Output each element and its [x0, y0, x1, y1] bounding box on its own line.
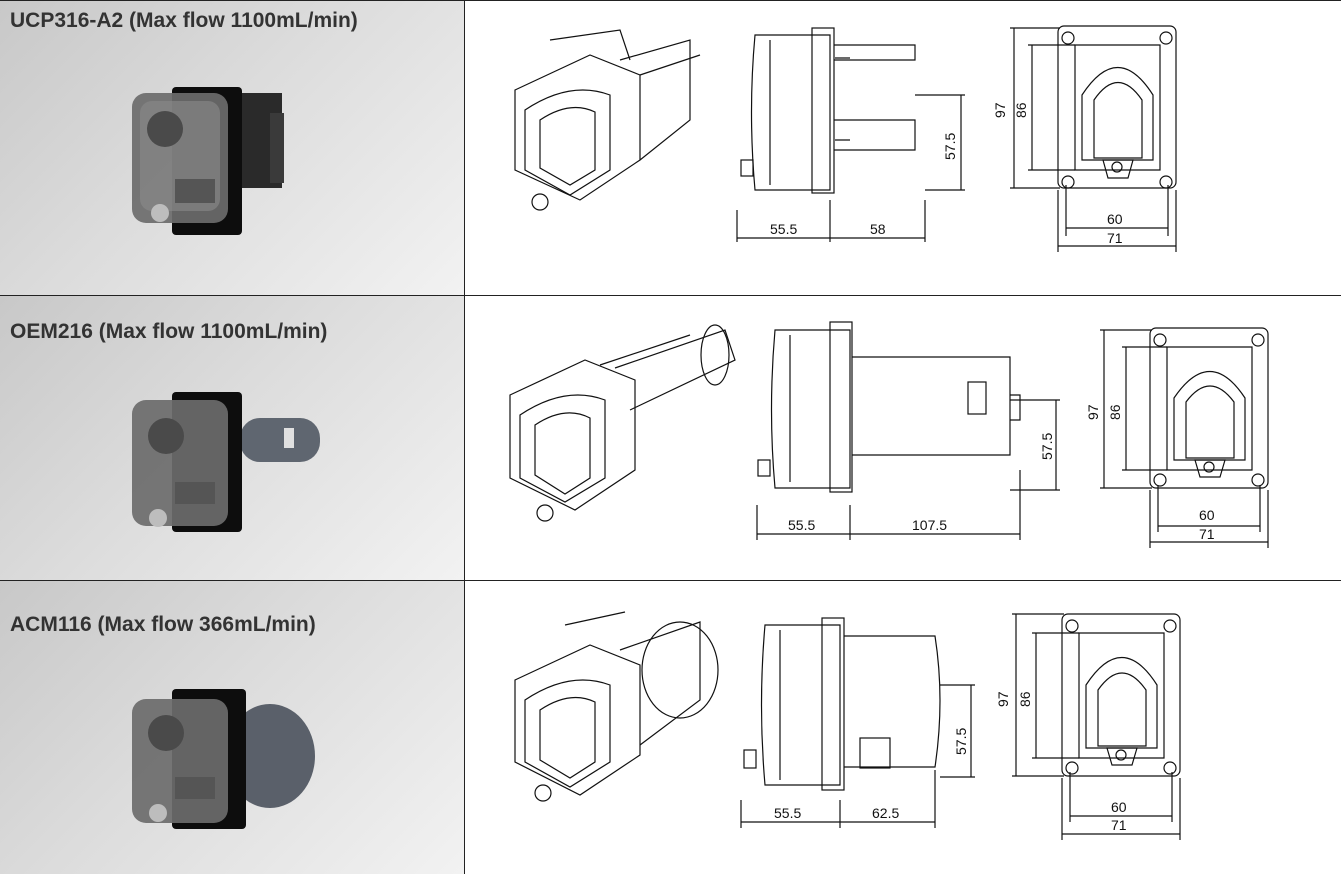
table-row-ucp316: UCP316-A2 (Max flow 1100mL/min): [0, 1, 1341, 295]
dim-label: 58: [870, 221, 886, 237]
row-divider: [0, 295, 1341, 296]
dim-label: 86: [1107, 404, 1123, 420]
dim-label: 86: [1013, 102, 1029, 118]
drawing-cell: 55.5 62.5 57.5 97 86 60 71: [465, 581, 1341, 874]
technical-drawing: 55.5 58 57.5 97 86 60 71: [514, 25, 1177, 252]
dim-label: 97: [995, 691, 1011, 707]
drawing-cell: 55.5 107.5 57.5 97 86 60 71: [465, 296, 1341, 580]
dim-label: 86: [1017, 691, 1033, 707]
dim-label: 71: [1111, 817, 1127, 833]
column-divider: [464, 0, 465, 874]
dim-label: 97: [1085, 404, 1101, 420]
dim-label: 57.5: [1039, 433, 1055, 460]
dim-label: 71: [1199, 526, 1215, 542]
model-cell: UCP316-A2 (Max flow 1100mL/min): [0, 1, 464, 295]
dim-label: 57.5: [942, 133, 958, 160]
model-title: UCP316-A2 (Max flow 1100mL/min): [10, 9, 358, 32]
drawing-cell: 55.5 58 57.5 97 86 60 71: [465, 1, 1341, 295]
dim-label: 107.5: [912, 517, 947, 533]
dim-label: 97: [992, 102, 1008, 118]
dim-label: 71: [1107, 230, 1123, 246]
technical-drawing: 55.5 107.5 57.5 97 86 60 71: [509, 321, 1269, 548]
model-cell: OEM216 (Max flow 1100mL/min): [0, 296, 464, 580]
dim-label: 57.5: [953, 728, 969, 755]
dim-label: 62.5: [872, 805, 899, 821]
dim-label: 60: [1199, 507, 1215, 523]
model-title: ACM116 (Max flow 366mL/min): [10, 613, 316, 636]
row-divider: [0, 580, 1341, 581]
dim-label: 55.5: [770, 221, 797, 237]
dim-label: 55.5: [774, 805, 801, 821]
table-row-oem216: OEM216 (Max flow 1100mL/min): [0, 296, 1341, 580]
dim-label: 60: [1107, 211, 1123, 227]
model-title: OEM216 (Max flow 1100mL/min): [10, 320, 328, 343]
model-cell: ACM116 (Max flow 366mL/min): [0, 581, 464, 874]
row-divider: [0, 0, 1341, 1]
technical-drawing: 55.5 62.5 57.5 97 86 60 71: [514, 611, 1181, 840]
product-photo: [132, 392, 320, 532]
product-photo: [132, 87, 284, 235]
dim-label: 55.5: [788, 517, 815, 533]
dim-label: 60: [1111, 799, 1127, 815]
product-photo: [132, 689, 315, 829]
table-row-acm116: ACM116 (Max flow 366mL/min): [0, 581, 1341, 874]
